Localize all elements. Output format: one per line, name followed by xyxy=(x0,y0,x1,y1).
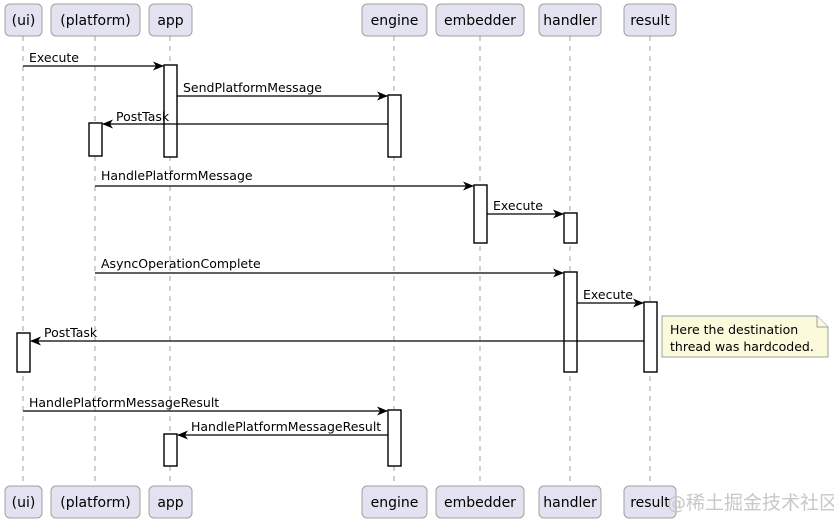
participant-box-ui-header[interactable] xyxy=(4,3,43,37)
participant-box-ui-footer[interactable] xyxy=(4,485,43,519)
participant-result-footer[interactable]: result xyxy=(623,485,677,519)
participant-label-app-header: app xyxy=(157,13,183,29)
participant-box-embedder-header[interactable] xyxy=(435,3,525,37)
participant-box-handler-header[interactable] xyxy=(538,3,602,37)
participant-label-result-header: result xyxy=(630,13,670,29)
message-m10: HandlePlatformMessageResult xyxy=(177,419,388,440)
message-label-m7: Execute xyxy=(583,287,633,302)
participant-box-engine-header[interactable] xyxy=(361,3,428,37)
message-m9: HandlePlatformMessageResult xyxy=(23,395,388,416)
participant-label-ui-header: (ui) xyxy=(12,13,36,29)
participant-box-result-footer[interactable] xyxy=(623,485,677,519)
messages-group: ExecuteSendPlatformMessagePostTaskHandle… xyxy=(23,50,644,440)
message-label-m5: Execute xyxy=(493,198,543,213)
activation-bar-platform-1 xyxy=(88,122,103,157)
note-fold-corner xyxy=(816,316,828,328)
participant-label-engine-header: engine xyxy=(371,13,419,29)
message-label-m9: HandlePlatformMessageResult xyxy=(29,395,219,410)
participant-box-result-header[interactable] xyxy=(623,3,677,37)
message-label-m3: PostTask xyxy=(116,109,170,124)
activation-bar-embedder-1 xyxy=(473,184,488,244)
participant-handler-header[interactable]: handler xyxy=(538,3,602,37)
participant-label-result-footer: result xyxy=(630,495,670,511)
participant-engine-footer[interactable]: engine xyxy=(361,485,428,519)
activation-bar-app-2 xyxy=(163,433,178,467)
message-label-m2: SendPlatformMessage xyxy=(183,80,322,95)
activation-bar-handler-1 xyxy=(563,212,578,244)
message-m8: PostTask xyxy=(30,325,644,346)
participant-label-platform-footer: (platform) xyxy=(60,495,130,511)
message-m6: AsyncOperationComplete xyxy=(95,256,564,278)
note-line-0: Here the destination xyxy=(670,322,798,337)
participant-label-app-footer: app xyxy=(157,495,183,511)
note-line-1: thread was hardcoded. xyxy=(670,339,814,354)
participant-box-platform-footer[interactable] xyxy=(50,485,141,519)
note-body xyxy=(661,315,829,358)
participant-box-app-header[interactable] xyxy=(148,3,193,37)
participant-app-header[interactable]: app xyxy=(148,3,193,37)
participant-platform-footer[interactable]: (platform) xyxy=(50,485,141,519)
participant-result-header[interactable]: result xyxy=(623,3,677,37)
watermark-group: @稀土掘金技术社区 xyxy=(667,492,834,514)
participant-label-embedder-footer: embedder xyxy=(444,495,516,511)
activations-group xyxy=(16,64,658,467)
message-m2: SendPlatformMessage xyxy=(177,80,388,101)
participant-label-platform-header: (platform) xyxy=(60,13,130,29)
message-m7: Execute xyxy=(577,287,644,308)
participant-platform-header[interactable]: (platform) xyxy=(50,3,141,37)
participant-box-handler-footer[interactable] xyxy=(538,485,602,519)
message-m5: Execute xyxy=(487,198,564,219)
participant-embedder-header[interactable]: embedder xyxy=(435,3,525,37)
participant-ui-footer[interactable]: (ui) xyxy=(4,485,43,519)
participant-app-footer[interactable]: app xyxy=(148,485,193,519)
participant-box-app-footer[interactable] xyxy=(148,485,193,519)
participant-label-handler-header: handler xyxy=(543,13,597,29)
participant-box-embedder-footer[interactable] xyxy=(435,485,525,519)
message-label-m6: AsyncOperationComplete xyxy=(101,256,261,271)
participant-embedder-footer[interactable]: embedder xyxy=(435,485,525,519)
participant-label-embedder-header: embedder xyxy=(444,13,516,29)
participant-engine-header[interactable]: engine xyxy=(361,3,428,37)
message-m3: PostTask xyxy=(102,109,388,129)
participant-label-handler-footer: handler xyxy=(543,495,597,511)
participant-box-engine-footer[interactable] xyxy=(361,485,428,519)
activation-bar-engine-1 xyxy=(387,94,402,158)
participant-label-ui-footer: (ui) xyxy=(12,495,36,511)
participants-group: (ui) (platform) app engine embedder handler re… xyxy=(4,3,677,519)
participant-label-engine-footer: engine xyxy=(371,495,419,511)
watermark-text: @稀土掘金技术社区 xyxy=(667,492,834,514)
message-label-m8: PostTask xyxy=(44,325,98,340)
participant-handler-footer[interactable]: handler xyxy=(538,485,602,519)
activation-bar-engine-2 xyxy=(387,409,402,467)
note-group: Here the destination thread was hardcoded… xyxy=(661,315,829,358)
message-m1: Execute xyxy=(23,50,164,71)
message-label-m4: HandlePlatformMessage xyxy=(101,168,253,183)
activation-bar-app-1 xyxy=(163,64,178,158)
activation-bar-result-1 xyxy=(643,301,658,373)
activation-bar-ui-1 xyxy=(16,332,31,373)
activation-bar-handler-2 xyxy=(563,271,578,373)
message-label-m10: HandlePlatformMessageResult xyxy=(191,419,381,434)
participant-box-platform-header[interactable] xyxy=(50,3,141,37)
participant-ui-header[interactable]: (ui) xyxy=(4,3,43,37)
message-label-m1: Execute xyxy=(29,50,79,65)
message-m4: HandlePlatformMessage xyxy=(95,168,474,191)
